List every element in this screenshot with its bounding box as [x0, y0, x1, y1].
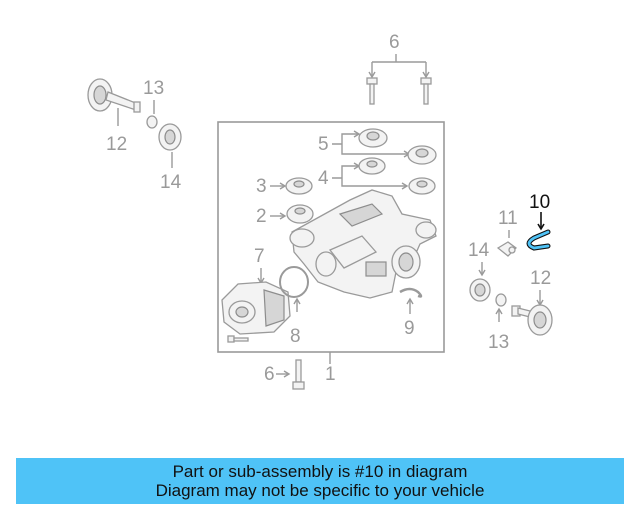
mount-bushing-5: [358, 128, 437, 165]
parts-diagram: 6 12 13 14 5 4 3: [87, 32, 553, 390]
bolt-cover: [227, 335, 249, 343]
axle-flange-right: [511, 304, 553, 336]
info-banner: Part or sub-assembly is #10 in diagram D…: [16, 458, 624, 504]
mount-bushing-2: [286, 204, 314, 224]
bolt-pair-top: [366, 54, 432, 105]
callout-6-bottom: 6: [264, 364, 275, 385]
bolt-bottom: [292, 359, 305, 390]
differential-housing: [289, 189, 437, 299]
callout-13-left: 13: [143, 78, 164, 99]
banner-line-1: Part or sub-assembly is #10 in diagram: [172, 462, 468, 481]
callout-9: 9: [404, 318, 415, 339]
fitting-11: [496, 241, 517, 257]
gasket-8: [279, 266, 309, 298]
callout-14-left: 14: [160, 172, 182, 193]
callout-2: 2: [256, 206, 267, 227]
callout-10: 10: [529, 192, 550, 213]
differential-cover: [221, 281, 291, 335]
mount-bushing-4: [358, 157, 436, 195]
callout-8: 8: [290, 326, 301, 347]
callout-12-left: 12: [106, 134, 127, 155]
callout-3: 3: [256, 176, 267, 197]
washer-13-left: [146, 115, 158, 129]
callout-4: 4: [318, 168, 329, 189]
clip-9: [399, 287, 423, 298]
banner-line-2: Diagram may not be specific to your vehi…: [155, 481, 485, 500]
callout-7: 7: [254, 246, 265, 267]
callout-1: 1: [325, 364, 336, 385]
callout-13-right: 13: [488, 332, 509, 353]
axle-flange-left: [87, 78, 141, 113]
washer-13-right: [495, 293, 507, 307]
callout-12-right: 12: [530, 268, 551, 289]
callout-11: 11: [498, 208, 518, 229]
assembly-frame: [217, 121, 445, 353]
callout-6-top: 6: [389, 32, 400, 53]
callout-14-right: 14: [468, 240, 490, 261]
callout-5: 5: [318, 134, 329, 155]
mount-bushing-3: [285, 177, 313, 195]
